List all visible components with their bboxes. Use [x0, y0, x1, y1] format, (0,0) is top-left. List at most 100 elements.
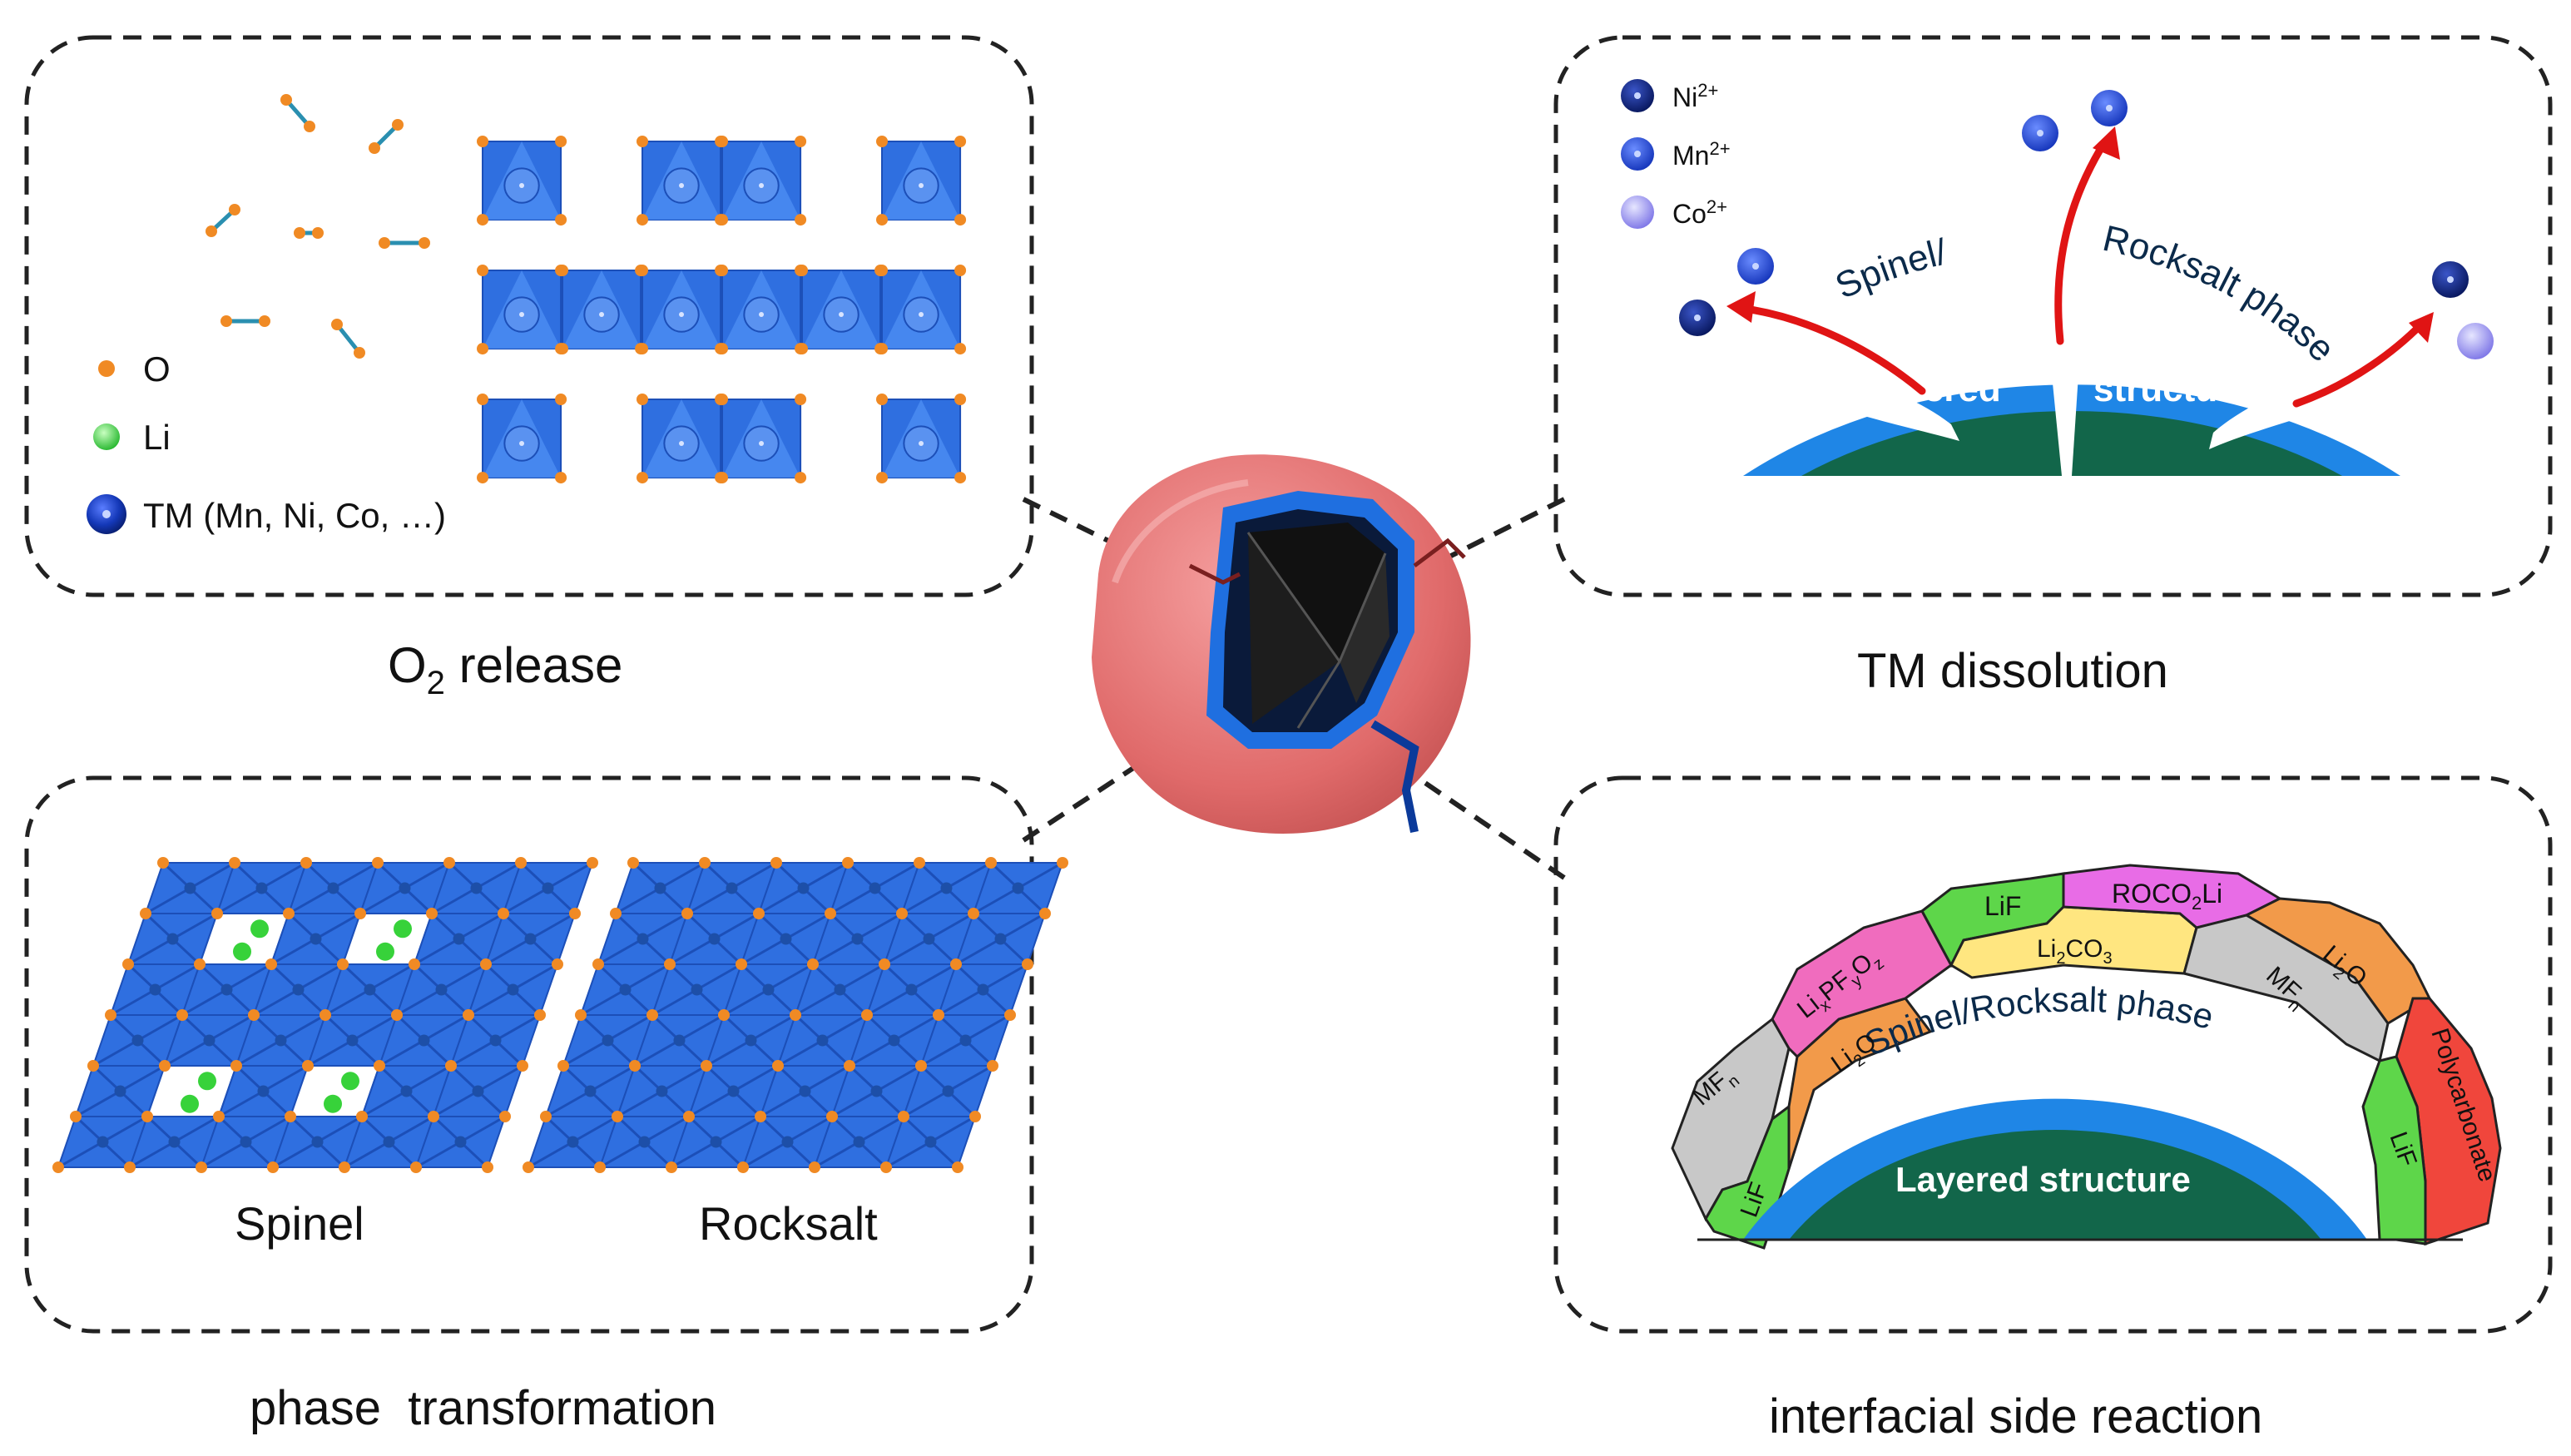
oxygen-atom — [737, 1161, 749, 1173]
oxygen-atom — [914, 857, 925, 869]
interfacial-core-label: Layered structure — [1895, 1160, 2191, 1199]
oxygen-atom — [555, 136, 567, 147]
lattice-cell — [829, 861, 921, 915]
oxygen-atom — [391, 1009, 403, 1021]
oxygen-atom — [842, 857, 854, 869]
oxygen-atom — [534, 1009, 546, 1021]
oxygen-atom — [477, 136, 488, 147]
oxygen-atom — [753, 908, 765, 919]
oxygen-atom — [646, 1009, 658, 1021]
lattice-cell — [884, 1115, 977, 1169]
label-li2co3: Li2CO3 — [2037, 935, 2113, 968]
oxygen-atom — [683, 1111, 695, 1122]
oxygen-atom — [809, 1161, 820, 1173]
oxygen-atom — [933, 1009, 944, 1021]
octahedron — [716, 136, 807, 226]
oxygen-atom — [141, 1111, 153, 1122]
oxygen-atom — [477, 472, 488, 484]
oxygen-atom — [755, 1111, 766, 1122]
octahedron — [876, 265, 967, 355]
octahedron — [637, 394, 727, 484]
ion-co — [2457, 323, 2494, 359]
lattice-cell — [144, 861, 236, 915]
oxygen-atom — [320, 1009, 331, 1021]
lattice-cell — [252, 963, 344, 1017]
oxygen-atom — [664, 958, 676, 970]
oxygen-atom — [796, 343, 808, 355]
octahedron — [876, 136, 967, 226]
oxygen-atom — [736, 958, 747, 970]
oxygen-atom — [627, 857, 639, 869]
oxygen-atom — [124, 1161, 136, 1173]
left-crack — [1801, 366, 1959, 441]
oxygen-atom — [950, 958, 962, 970]
layered-octahedra — [477, 136, 967, 484]
lattice-cell — [633, 1013, 726, 1067]
li-atom — [376, 942, 394, 961]
octahedron — [637, 136, 727, 226]
oxygen-atom — [716, 394, 728, 405]
oxygen-atom — [122, 958, 134, 970]
oxygen-atom — [480, 958, 492, 970]
oxygen-atom — [592, 958, 604, 970]
oxygen-atom — [637, 214, 648, 226]
oxygen-atom — [443, 857, 455, 869]
oxygen-atom — [196, 1161, 207, 1173]
oxygen-atom — [176, 1009, 188, 1021]
co-legend-label: Co2+ — [1672, 196, 1727, 229]
spinel-shell-label: Spinel/ — [1830, 231, 1951, 307]
vacancy-cell — [289, 1065, 381, 1117]
oxygen-atom — [879, 958, 890, 970]
oxygen-atom — [555, 472, 567, 484]
lattice-cell — [740, 912, 832, 966]
oxygen-atom — [140, 908, 151, 919]
tm-hemisphere: Spinel/ Rocksalt phase Layered structure — [1743, 216, 2400, 476]
oxygen-atom — [968, 908, 979, 919]
oxygen-atom — [807, 958, 819, 970]
lattice-cell — [919, 1013, 1012, 1067]
o2-release-caption: O2 release — [388, 637, 622, 701]
oxygen-atom — [969, 1111, 981, 1122]
co-legend-marker — [1621, 196, 1654, 229]
oxygen-atom — [482, 1161, 493, 1173]
oxygen-atom — [87, 1060, 99, 1072]
lattice-cell — [759, 1064, 851, 1118]
oxygen-atom — [795, 394, 807, 405]
oxygen-atom — [825, 908, 836, 919]
li-atom — [394, 919, 412, 938]
lithium-legend-marker — [93, 423, 120, 450]
oxygen-atom — [666, 1161, 677, 1173]
o2-legend: O Li TM (Mn, Ni, Co, …) — [87, 349, 446, 535]
lithium-legend-label: Li — [143, 418, 171, 457]
oxygen-atom — [699, 857, 711, 869]
panel-interfacial-frame — [1553, 775, 2553, 1334]
oxygen-atom — [557, 343, 568, 355]
oxygen-atom — [954, 265, 967, 276]
oxygen-atom — [876, 394, 888, 405]
fragment-lif-right — [2361, 1055, 2427, 1246]
oxygen-atom — [587, 857, 598, 869]
oxygen-atom — [194, 958, 206, 970]
oxygen-atom — [826, 1111, 838, 1122]
oxygen-atom — [952, 1161, 964, 1173]
oxygen-atom — [594, 1161, 606, 1173]
dissolved-ions — [1679, 90, 2494, 359]
lattice-cell — [163, 1013, 255, 1067]
oxygen-atom — [426, 908, 438, 919]
oxygen-atom — [477, 394, 488, 405]
lattice-cell — [270, 912, 362, 966]
oxygen-atom — [795, 136, 807, 147]
oxygen-atom — [575, 1009, 587, 1021]
oxygen-atom — [477, 214, 488, 226]
rocksalt-shell-label: Rocksalt phase — [2099, 218, 2343, 370]
oxygen-atom — [987, 1060, 998, 1072]
oxygen-atom — [540, 1111, 552, 1122]
oxygen-atom — [409, 958, 420, 970]
lattice-cell — [527, 1115, 619, 1169]
lattice-cell — [126, 912, 219, 966]
lattice-cell — [900, 861, 993, 915]
oxygen-atom — [211, 908, 223, 919]
interfacial-caption: interfacial side reaction — [1769, 1389, 2262, 1444]
oxygen-atom — [612, 1111, 623, 1122]
